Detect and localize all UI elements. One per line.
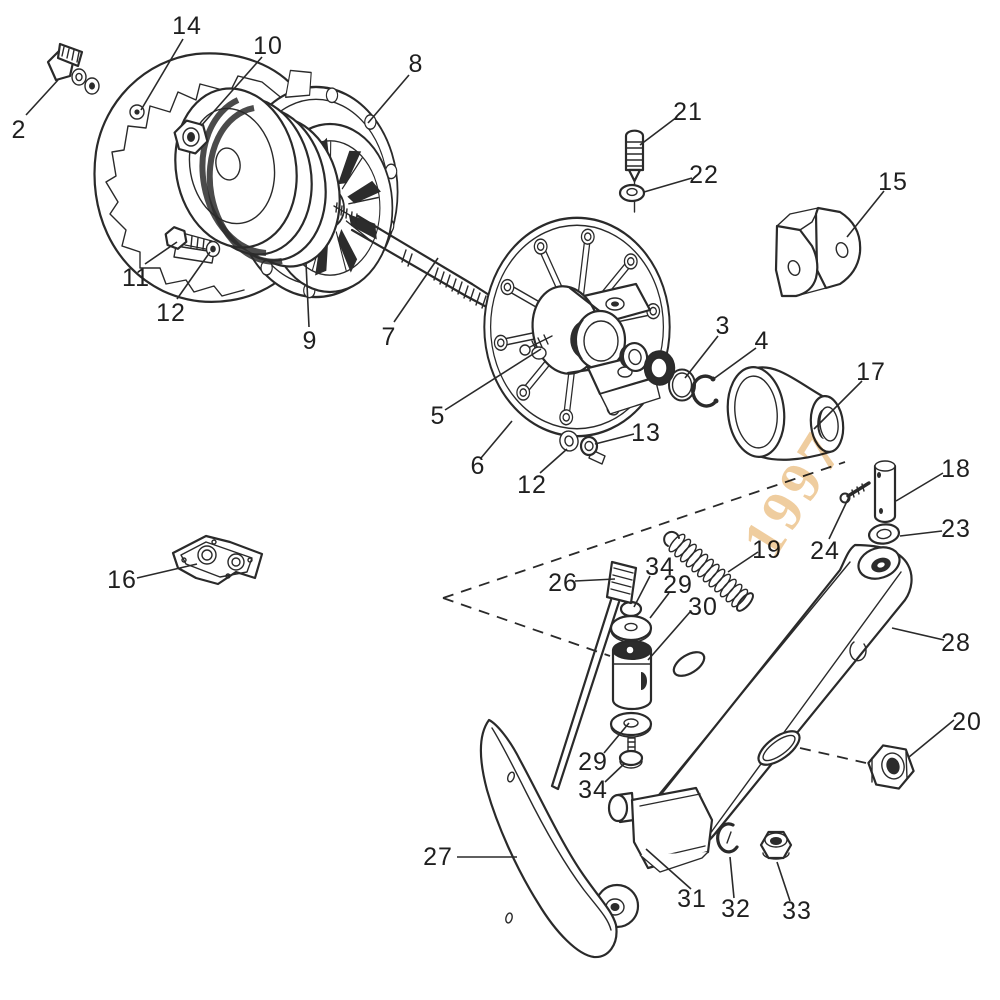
callout-6: 6: [471, 452, 486, 480]
stud-21: [624, 129, 645, 213]
callout-31: 31: [677, 885, 707, 913]
callout-33: 33: [782, 897, 812, 925]
callout-12a: 12: [156, 299, 186, 327]
callout-20: 20: [952, 708, 982, 736]
callout-29a: 29: [663, 571, 693, 599]
bracket-15: [774, 206, 862, 298]
threaded-hole-14: [129, 104, 145, 120]
nut-22: [618, 183, 646, 203]
washer-29-lower: [609, 711, 653, 738]
callout-34b: 34: [578, 776, 608, 804]
callout-labels: 2 14 10 8 11 12 9 7 21 22 15 3 4 17 5 6 …: [12, 12, 982, 925]
callout-5: 5: [431, 402, 446, 430]
callout-19: 19: [752, 536, 782, 564]
bearing-seal: [643, 350, 676, 386]
callout-18: 18: [941, 455, 971, 483]
callout-3: 3: [716, 312, 731, 340]
callout-24: 24: [810, 537, 840, 565]
callout-11: 11: [122, 264, 150, 292]
callout-9: 9: [303, 327, 318, 355]
callout-27: 27: [423, 843, 453, 871]
lock-washer-32: [716, 822, 739, 854]
circlip-4: [691, 374, 719, 408]
callout-17: 17: [856, 358, 886, 386]
trunnion-30: [611, 640, 653, 711]
bushing-17: [726, 366, 845, 461]
seal-washer: [619, 341, 649, 373]
callout-23: 23: [941, 515, 971, 543]
ring-3: [668, 368, 696, 402]
callout-8: 8: [409, 50, 424, 78]
nut-33: [759, 830, 793, 860]
alignment-dashed-lines: [442, 461, 867, 764]
callout-16: 16: [107, 566, 137, 594]
adjuster-rod-26: [550, 560, 638, 791]
washer-23: [867, 523, 901, 545]
guard-plate-27: [479, 718, 640, 959]
gasket-16: [171, 534, 264, 586]
clevis-pin-18: [873, 460, 897, 524]
pulley-stack-9: [174, 87, 341, 268]
tension-spring-19: [663, 530, 754, 612]
callout-10: 10: [253, 32, 283, 60]
bolt-11: [164, 226, 213, 251]
drive-shaft-7: [333, 202, 502, 315]
pulley-hub-5: [519, 282, 661, 415]
leader-lines: [25, 38, 955, 902]
callout-32: 32: [721, 895, 751, 923]
callout-28: 28: [941, 629, 971, 657]
washer-12-lower: [559, 430, 579, 452]
bolt-13: [579, 435, 606, 465]
callout-26: 26: [548, 569, 578, 597]
hex-nut-20: [867, 744, 915, 790]
callout-15: 15: [878, 168, 908, 196]
callout-12b: 12: [517, 471, 547, 499]
washer-29-upper: [609, 614, 653, 643]
callout-21: 21: [673, 98, 703, 126]
callout-13: 13: [631, 419, 661, 447]
callout-2: 2: [12, 116, 27, 144]
bolt-34-lower: [618, 737, 644, 769]
hex-nut-10: [173, 119, 209, 155]
callout-7: 7: [382, 323, 397, 351]
cotter-pin-24: [839, 481, 871, 504]
callout-14: 14: [172, 12, 202, 40]
callout-22: 22: [689, 161, 719, 189]
grease-fitting-2: [46, 42, 100, 95]
callout-29b: 29: [578, 748, 608, 776]
callout-30: 30: [688, 593, 718, 621]
clamp-31: [607, 786, 714, 873]
callout-4: 4: [755, 327, 770, 355]
callout-34a: 34: [645, 553, 675, 581]
